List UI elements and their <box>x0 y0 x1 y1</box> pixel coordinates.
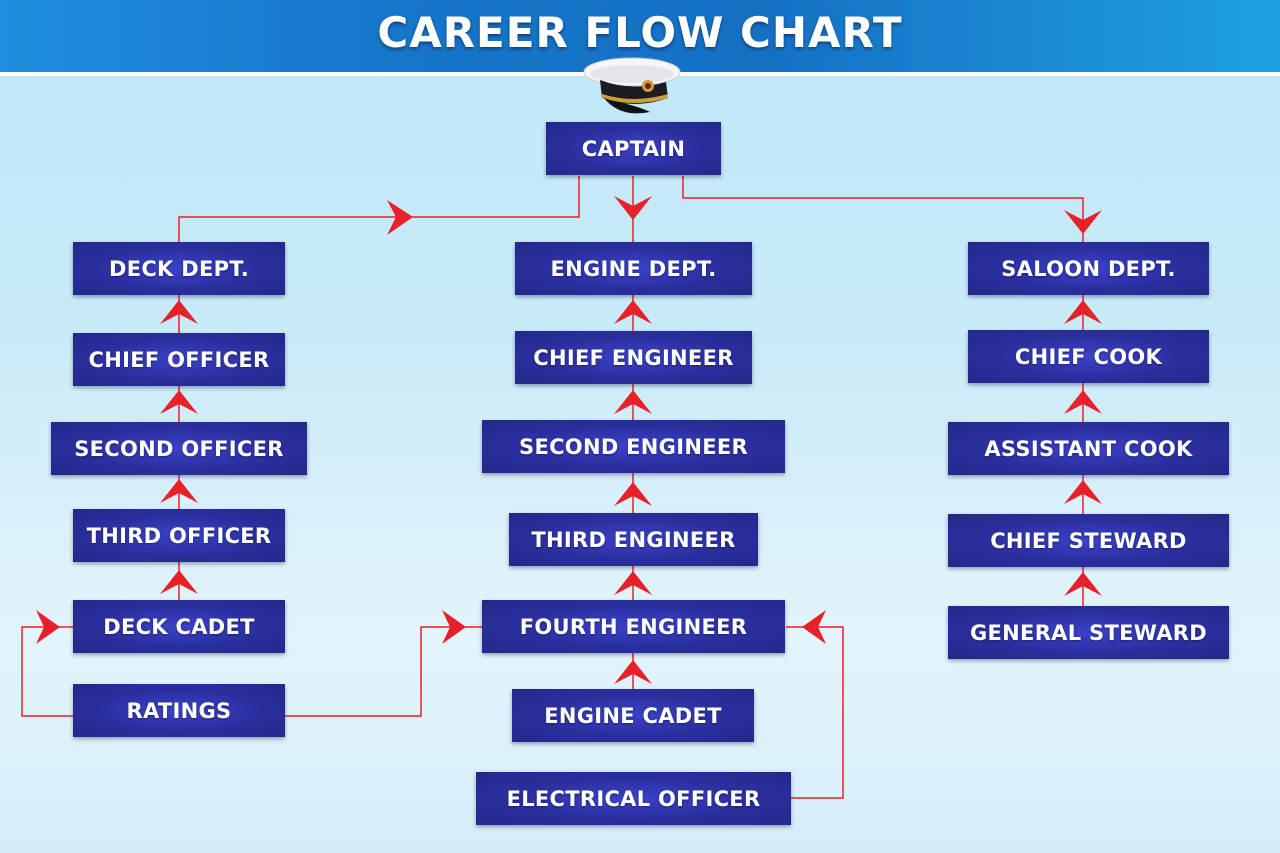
ratings-label: RATINGS <box>126 698 232 723</box>
third-engineer-label: THIRD ENGINEER <box>531 527 736 552</box>
arrow-up-icon <box>614 571 652 595</box>
arrow-right-icon <box>387 200 413 235</box>
chief-cook-label: CHIEF COOK <box>1014 344 1163 369</box>
assistant-cook-box: ASSISTANT COOK <box>948 422 1229 475</box>
arrow-up-icon <box>614 390 652 414</box>
chief-steward-label: CHIEF STEWARD <box>990 528 1187 553</box>
ratings-box: RATINGS <box>73 684 285 737</box>
engine-dept-label: ENGINE DEPT. <box>550 256 717 281</box>
captain-cap-icon <box>583 57 681 114</box>
deck-dept-box: DECK DEPT. <box>73 242 285 295</box>
arrow-right-icon <box>36 610 60 644</box>
chief-engineer-box: CHIEF ENGINEER <box>515 331 752 384</box>
third-officer-label: THIRD OFFICER <box>86 523 272 548</box>
second-engineer-label: SECOND ENGINEER <box>519 434 748 459</box>
chief-steward-box: CHIEF STEWARD <box>948 514 1229 567</box>
third-officer-box: THIRD OFFICER <box>73 509 285 562</box>
captain-box: CAPTAIN <box>546 122 721 175</box>
general-steward-label: GENERAL STEWARD <box>970 620 1207 645</box>
arrow-down-icon <box>614 196 652 220</box>
second-officer-box: SECOND OFFICER <box>51 422 307 475</box>
saloon-dept-box: SALOON DEPT. <box>968 242 1209 295</box>
arrow-right-icon <box>442 610 466 644</box>
electrical-officer-label: ELECTRICAL OFFICER <box>506 786 761 811</box>
assistant-cook-label: ASSISTANT COOK <box>984 436 1193 461</box>
arrow-down-icon <box>1064 210 1102 234</box>
deck-cadet-label: DECK CADET <box>103 614 255 639</box>
arrow-up-icon <box>614 300 652 324</box>
arrow-up-icon <box>160 570 198 594</box>
arrow-up-icon <box>160 300 198 324</box>
saloon-dept-label: SALOON DEPT. <box>1001 256 1176 281</box>
engine-cadet-box: ENGINE CADET <box>512 689 754 742</box>
chief-officer-label: CHIEF OFFICER <box>88 347 270 372</box>
chief-cook-box: CHIEF COOK <box>968 330 1209 383</box>
arrow-up-icon <box>1064 300 1102 324</box>
deck-cadet-box: DECK CADET <box>73 600 285 653</box>
page-title: CAREER FLOW CHART <box>377 8 903 57</box>
third-engineer-box: THIRD ENGINEER <box>509 513 758 566</box>
second-officer-label: SECOND OFFICER <box>74 436 284 461</box>
arrow-left-icon <box>802 610 826 644</box>
arrow-up-icon <box>614 660 652 684</box>
fourth-engineer-box: FOURTH ENGINEER <box>482 600 785 653</box>
arrow-up-icon <box>160 390 198 414</box>
arrow-up-icon <box>1064 572 1102 596</box>
chief-officer-box: CHIEF OFFICER <box>73 333 285 386</box>
electrical-officer-box: ELECTRICAL OFFICER <box>476 772 791 825</box>
captain-label: CAPTAIN <box>581 136 686 161</box>
chief-engineer-label: CHIEF ENGINEER <box>533 345 734 370</box>
engine-cadet-label: ENGINE CADET <box>544 703 722 728</box>
deck-dept-label: DECK DEPT. <box>108 256 250 281</box>
second-engineer-box: SECOND ENGINEER <box>482 420 785 473</box>
arrow-up-icon <box>614 482 652 506</box>
arrow-up-icon <box>1064 480 1102 504</box>
arrow-up-icon <box>160 479 198 503</box>
general-steward-box: GENERAL STEWARD <box>948 606 1229 659</box>
arrow-up-icon <box>1064 390 1102 414</box>
fourth-engineer-label: FOURTH ENGINEER <box>519 614 748 639</box>
engine-dept-box: ENGINE DEPT. <box>515 242 752 295</box>
